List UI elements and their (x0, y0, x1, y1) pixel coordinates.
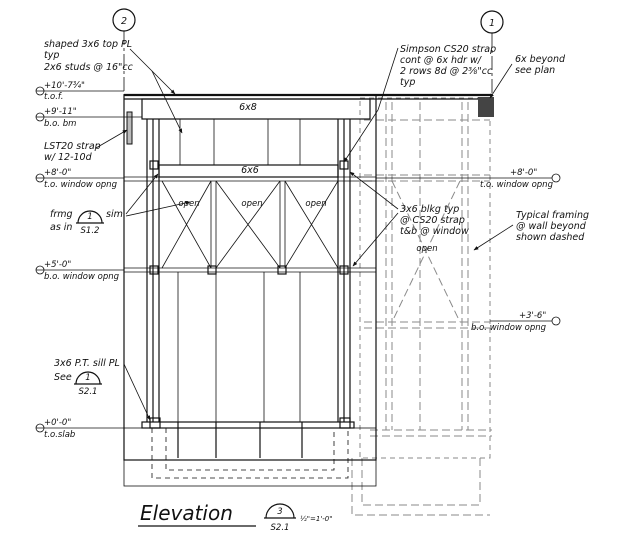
main-wall-framing (123, 93, 492, 487)
detail-ref-bubble-sill: 1 S2.1 (74, 371, 102, 397)
note-simpson-line1: Simpson CS20 strap (400, 44, 496, 55)
sill-ref-num: 1 (85, 373, 90, 383)
elev-marker-slab: +0'-0" t.o.slab (35, 418, 124, 440)
note-frmg: frmg as in 1 S1.2 sim (50, 173, 191, 236)
elev-tof-value: +10'-7¾" (44, 81, 85, 91)
note-blkg-line2: @ CS20 strap (400, 215, 465, 226)
note-shaped-plate-line1: shaped 3x6 top PL (44, 39, 132, 50)
note-blkg-line1: 3x6 blkg typ (400, 204, 459, 215)
grid-label-2: 2 (121, 16, 127, 27)
header-label: 6x6 (241, 165, 259, 176)
note-typical-line1: Typical framing (516, 210, 589, 221)
elev-marker-tof: +10'-7¾" t.o.f. (35, 81, 124, 102)
wall-beyond-dashed (351, 97, 492, 516)
title-ref-sheet: S2.1 (271, 523, 290, 533)
note-lst-line2: w/ 12-10d (44, 152, 93, 163)
elev-window-top-right-label: t.o. window opng (480, 180, 554, 190)
elev-marker-window-bottom-left: +5'-0" b.o. window opng (35, 260, 124, 282)
note-frmg-sim: sim (106, 209, 123, 220)
title-text: Elevation (140, 501, 233, 525)
note-lst-line1: LST20 strap (44, 141, 101, 152)
note-simpson-line3: 2 rows 8d @ 2⅜"cc (400, 66, 493, 77)
note-frmg-word: frmg (50, 209, 73, 220)
elev-bm-label: b.o. bm (44, 119, 76, 129)
elev-bm-value: +9'-11" (44, 107, 77, 117)
title-ref-num: 3 (277, 507, 282, 517)
title-scale: ½"=1'-0" (300, 515, 332, 523)
note-beyond-line2: see plan (515, 65, 555, 76)
elev-window-bottom-right-value: +3'-6" (519, 311, 546, 321)
beam-beyond-hatch (478, 97, 494, 117)
note-lst-strap: LST20 strap w/ 12-10d (44, 129, 128, 163)
elev-window-bottom-right-label: b.o. window opng (471, 323, 547, 333)
note-sill-see: See (54, 372, 72, 383)
sill-ref-sheet: S2.1 (79, 387, 98, 397)
elev-slab-label: t.o.slab (44, 430, 75, 440)
note-beyond-line1: 6x beyond (515, 54, 566, 65)
detail-ref-bubble-frmg: 1 S1.2 (76, 210, 104, 236)
elev-window-top-right-value: +8'-0" (510, 168, 537, 178)
note-typical-line3: shown dashed (516, 232, 585, 243)
frmg-ref-sheet: S1.2 (81, 226, 100, 236)
elev-marker-window-top-left: +8'-0" t.o. window opng (35, 168, 124, 190)
strap-blocking-marks (126, 111, 351, 429)
elev-window-top-left-label: t.o. window opng (44, 180, 118, 190)
note-typical-line2: @ wall beyond (516, 221, 587, 232)
note-frmg-line2: as in (50, 222, 72, 233)
grid-bubble-2: 2 (112, 8, 136, 95)
frmg-ref-num: 1 (87, 212, 92, 222)
note-beyond: 6x beyond see plan (489, 54, 566, 99)
anchor-bolts (177, 422, 303, 458)
title-ref-bubble: 3 S2.1 (264, 503, 296, 533)
note-sill-line1: 3x6 P.T. sill PL (54, 358, 120, 369)
grid-bubble-1: 1 (480, 10, 504, 95)
opening-label-2: open (241, 199, 262, 209)
elev-marker-window-top-right: +8'-0" t.o. window opng (376, 168, 561, 190)
elev-window-top-left-value: +8'-0" (44, 168, 71, 178)
note-blkg: 3x6 blkg typ @ CS20 strap t&b @ window (349, 171, 469, 267)
opening-label-3: open (305, 199, 326, 209)
elev-window-bottom-left-value: +5'-0" (44, 260, 71, 270)
drawing-title: Elevation 3 S2.1 ½"=1'-0" (138, 501, 332, 533)
note-blkg-line3: t&b @ window (400, 226, 469, 237)
beam-label: 6x8 (239, 102, 257, 113)
note-studs: 2x6 studs @ 16"cc (44, 62, 183, 134)
note-simpson: Simpson CS20 strap cont @ 6x hdr w/ 2 ro… (343, 44, 496, 163)
note-shaped-plate-line2: typ (44, 50, 59, 61)
note-sill: 3x6 P.T. sill PL See 1 S2.1 (54, 358, 151, 421)
elev-marker-window-bottom-right: +3'-6" b.o. window opng (471, 311, 561, 333)
note-simpson-line2: cont @ 6x hdr w/ (400, 55, 483, 66)
elev-slab-value: +0'-0" (44, 418, 71, 428)
elev-marker-bm: +9'-11" b.o. bm (35, 107, 142, 129)
elev-tof-label: t.o.f. (44, 92, 63, 102)
note-studs-text: 2x6 studs @ 16"cc (44, 62, 134, 73)
grid-label-1: 1 (489, 18, 495, 29)
elev-window-bottom-left-label: b.o. window opng (44, 272, 120, 282)
opening-label-4: open (416, 244, 437, 254)
note-typical-framing: Typical framing @ wall beyond shown dash… (473, 210, 589, 251)
note-simpson-line4: typ (400, 77, 415, 88)
